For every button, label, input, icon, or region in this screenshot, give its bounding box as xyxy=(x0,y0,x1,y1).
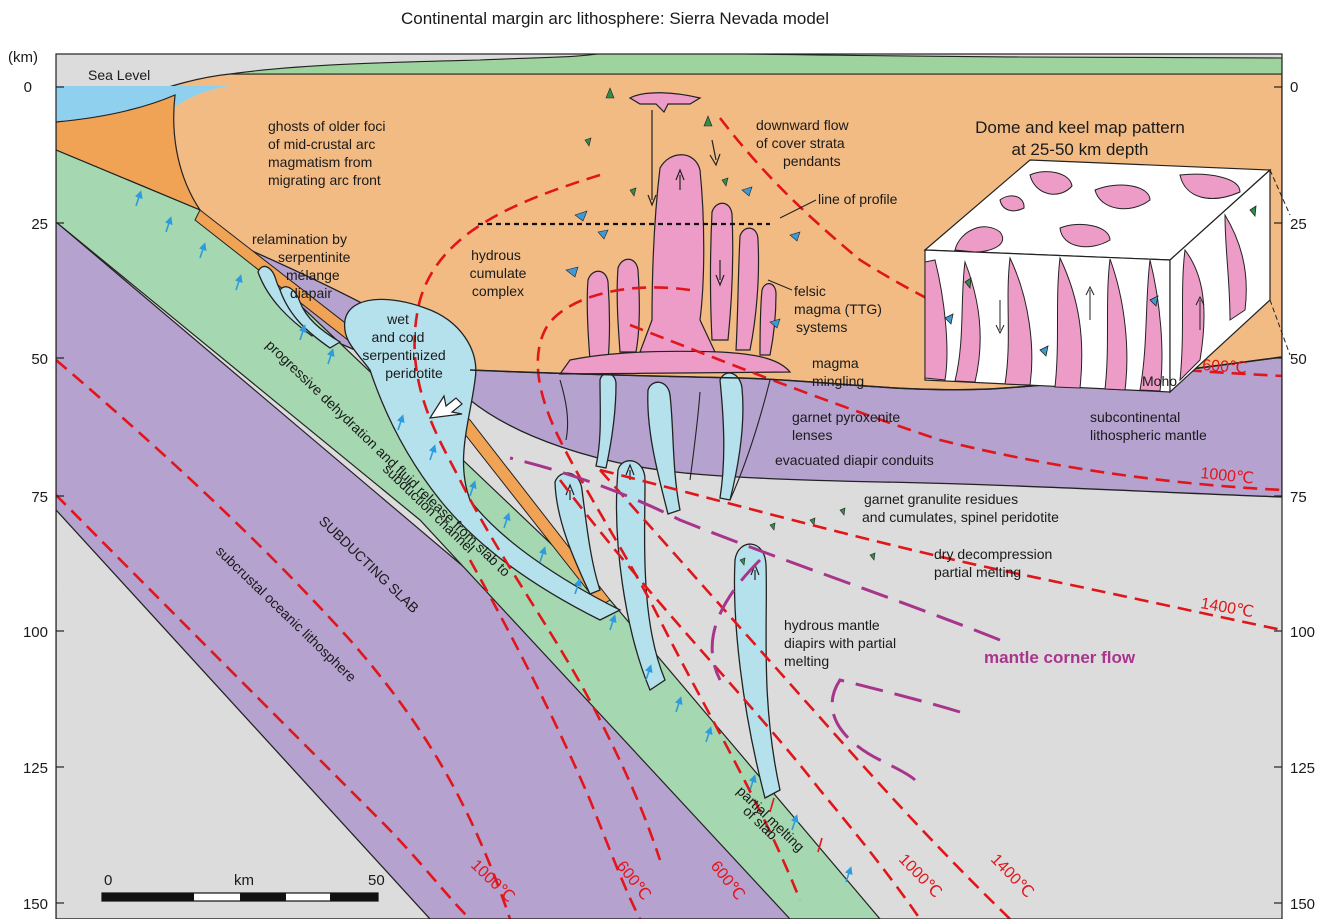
mingling-line-2: mingling xyxy=(812,373,864,389)
wet-cold-line-4: peridotite xyxy=(385,365,443,381)
ghosts-line-4: migrating arc front xyxy=(268,172,381,188)
scale-end: 50 xyxy=(368,872,385,889)
relamination-line-4: diapair xyxy=(290,285,332,301)
garnet-granulite-line-2: and cumulates, spinel peridotite xyxy=(862,509,1059,525)
hydrous-mantle-line-1: hydrous mantle xyxy=(784,617,880,633)
right-tick-100: 100 xyxy=(1290,624,1315,641)
relamination-line-2: serpentinite xyxy=(278,249,351,265)
right-tick-125: 125 xyxy=(1290,760,1315,777)
dome-left-1 xyxy=(587,271,609,360)
right-tick-0: 0 xyxy=(1290,79,1298,96)
downward-flow-line-2: of cover strata xyxy=(756,135,845,151)
isotherm-label-600-right: 600℃ xyxy=(1202,357,1248,377)
inset-title-line-1: Dome and keel map pattern xyxy=(975,118,1185,137)
wet-cold-line-2: and cold xyxy=(372,329,425,345)
line-of-profile-label: line of profile xyxy=(818,191,898,207)
downward-flow-line-3: pendants xyxy=(783,153,841,169)
scale-start: 0 xyxy=(104,872,112,889)
dome-left-2 xyxy=(617,259,639,352)
left-tick-50: 50 xyxy=(31,351,48,368)
ghosts-line-2: of mid-crustal arc xyxy=(268,136,375,152)
hydrous-mantle-line-3: melting xyxy=(784,653,829,669)
dry-decompression-line-1: dry decompression xyxy=(934,546,1052,562)
felsic-line-2: magma (TTG) xyxy=(794,301,882,317)
wet-cold-line-1: wet xyxy=(386,311,409,327)
mantle-corner-flow-label: mantle corner flow xyxy=(984,648,1136,667)
felsic-line-3: systems xyxy=(796,319,847,335)
left-tick-100: 100 xyxy=(23,624,48,641)
left-tick-75: 75 xyxy=(31,489,48,506)
garnet-granulite-line-1: garnet granulite residues xyxy=(864,491,1018,507)
sea-level-label: Sea Level xyxy=(88,67,150,83)
moho-label: Moho xyxy=(1142,373,1177,389)
axis-unit: (km) xyxy=(8,49,38,66)
right-tick-150: 150 xyxy=(1290,896,1315,913)
hydrous-cumulate-line-2: cumulate xyxy=(470,265,527,281)
hydrous-mantle-line-2: diapirs with partial xyxy=(784,635,896,651)
subcontinental-line-2: lithospheric mantle xyxy=(1090,427,1207,443)
left-tick-0: 0 xyxy=(24,79,32,96)
hydrous-cumulate-line-1: hydrous xyxy=(471,247,521,263)
inset-title-line-2: at 25-50 km depth xyxy=(1011,140,1148,159)
ghosts-line-1: ghosts of older foci xyxy=(268,118,386,134)
left-tick-125: 125 xyxy=(23,760,48,777)
evacuated-label: evacuated diapir conduits xyxy=(775,452,934,468)
garnet-pyroxenite-line-1: garnet pyroxenite xyxy=(792,409,900,425)
left-tick-25: 25 xyxy=(31,216,48,233)
relamination-line-1: relamination by xyxy=(252,231,347,247)
subcontinental-line-1: subcontinental xyxy=(1090,409,1180,425)
dry-decompression-line-2: partial melting xyxy=(934,564,1021,580)
relamination-line-3: mélange xyxy=(286,267,340,283)
right-tick-25: 25 xyxy=(1290,216,1307,233)
mingling-line-1: magma xyxy=(812,355,859,371)
left-tick-150: 150 xyxy=(23,896,48,913)
right-tick-75: 75 xyxy=(1290,489,1307,506)
figure-title: Continental margin arc lithosphere: Sier… xyxy=(401,9,829,28)
scale-unit: km xyxy=(234,872,254,889)
hydrous-cumulate-line-3: complex xyxy=(472,283,524,299)
downward-flow-line-1: downward flow xyxy=(756,117,849,133)
right-tick-50: 50 xyxy=(1290,351,1307,368)
garnet-pyroxenite-line-2: lenses xyxy=(792,427,832,443)
ghosts-line-3: magmatism from xyxy=(268,154,372,170)
felsic-line-1: felsic xyxy=(794,283,826,299)
wet-cold-line-3: serpentinized xyxy=(362,347,445,363)
